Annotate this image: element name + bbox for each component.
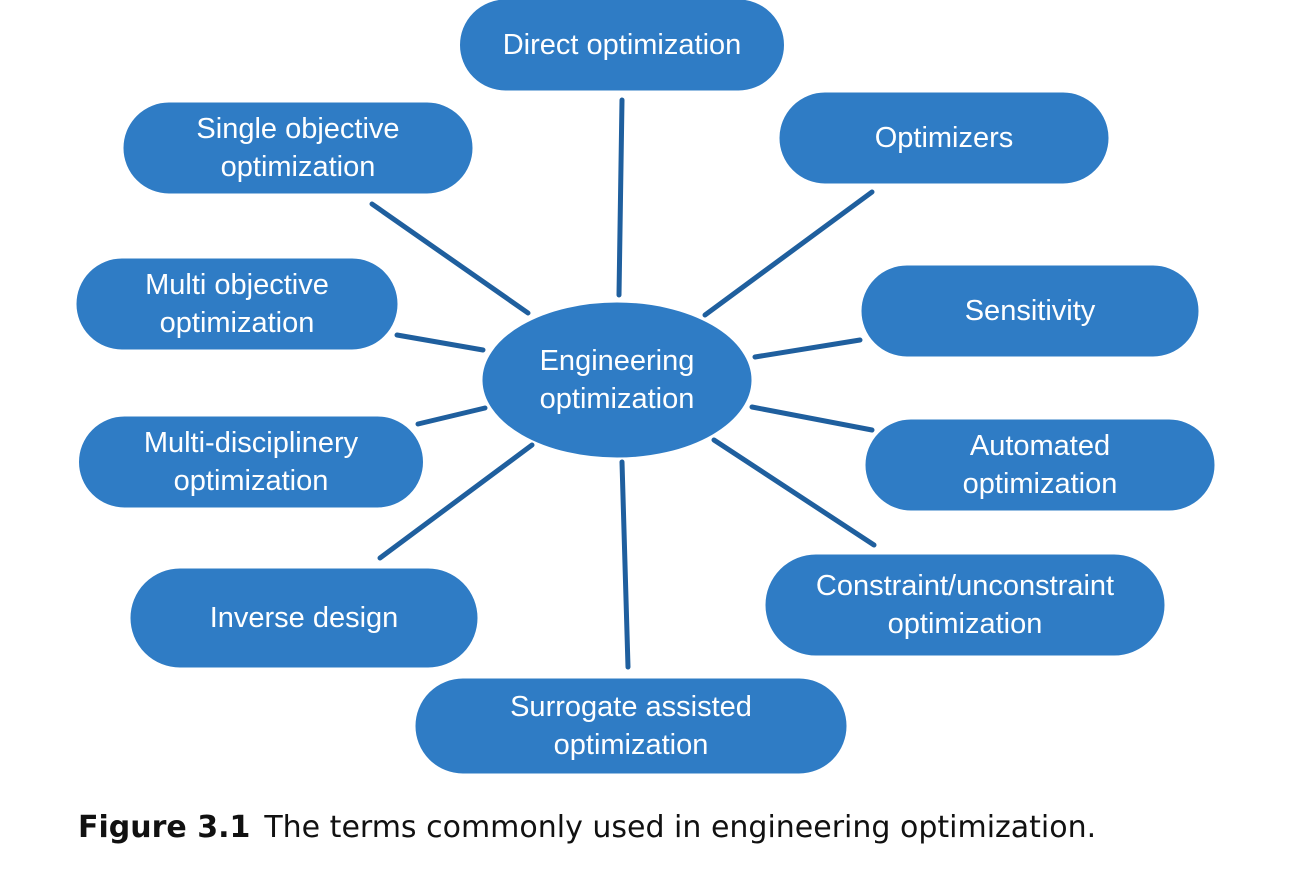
node-optimizers: Optimizers [778,91,1110,185]
node-sensitivity: Sensitivity [860,264,1200,358]
connector-lines [369,97,877,670]
connector-line-1 [616,97,625,298]
connector-line-8 [415,405,488,427]
node-automated: Automated optimization [864,418,1216,512]
connector-line-5 [711,437,877,548]
node-shape-engineering [481,301,753,459]
node-label-engineering-line-2: optimization [540,383,695,415]
connector-line-2 [702,189,875,318]
node-label-singleobj-line-1: Single objective [196,113,399,145]
node-label-surrogate-line-2: optimization [554,729,709,761]
node-label-singleobj-line-2: optimization [221,151,376,183]
node-label-multiobj-line-1: Multi objective [145,269,329,301]
connector-line-3 [752,337,863,360]
node-label-constraint-line-1: Constraint/unconstraint [816,570,1114,602]
node-direct: Direct optimization [459,0,785,92]
node-shape-multiobj [75,257,399,351]
node-multidisc: Multi-disciplinery optimization [78,415,424,509]
node-label-constraint-line-2: optimization [888,608,1043,640]
diagram-nodes: Direct optimizationOptimizersSensitivity… [75,0,1216,775]
figure-caption-text: The terms commonly used in engineering o… [264,810,1097,845]
node-constraint: Constraint/unconstraint optimization [764,553,1166,657]
connector-line-6 [619,459,631,670]
node-shape-inverse [129,567,479,669]
connector-line-9 [394,332,486,353]
node-shape-surrogate [414,677,848,775]
node-shape-optimizers [778,91,1110,185]
node-label-automated-line-1: Automated [970,430,1110,462]
node-label-surrogate-line-1: Surrogate assisted [510,691,752,723]
node-shape-singleobj [122,101,474,195]
node-label-multidisc-line-2: optimization [174,465,329,497]
node-surrogate: Surrogate assisted optimization [414,677,848,775]
connector-line-10 [369,201,531,316]
node-label-inverse-line-1: Inverse design [210,602,399,634]
node-label-sensitivity-line-1: Sensitivity [965,295,1096,327]
node-label-automated-line-2: optimization [963,468,1118,500]
node-inverse: Inverse design [129,567,479,669]
node-label-multidisc-line-1: Multi-disciplinery [144,427,359,459]
node-shape-sensitivity [860,264,1200,358]
connector-line-7 [377,442,535,561]
node-multiobj: Multi objective optimization [75,257,399,351]
node-shape-constraint [764,553,1166,657]
node-shape-automated [864,418,1216,512]
figure-caption: Figure 3.1 The terms commonly used in eng… [78,810,1096,845]
node-engineering: Engineering optimization [481,301,753,459]
node-shape-multidisc [78,415,424,509]
node-label-multiobj-line-2: optimization [160,307,315,339]
node-singleobj: Single objective optimization [122,101,474,195]
node-label-engineering-line-1: Engineering [540,345,695,377]
figure-label: Figure 3.1 [78,810,251,845]
node-shape-direct [459,0,785,92]
node-label-optimizers-line-1: Optimizers [875,122,1014,154]
concept-diagram: Direct optimizationOptimizersSensitivity… [75,0,1216,775]
node-label-direct-line-1: Direct optimization [503,29,742,61]
connector-line-4 [749,404,875,433]
